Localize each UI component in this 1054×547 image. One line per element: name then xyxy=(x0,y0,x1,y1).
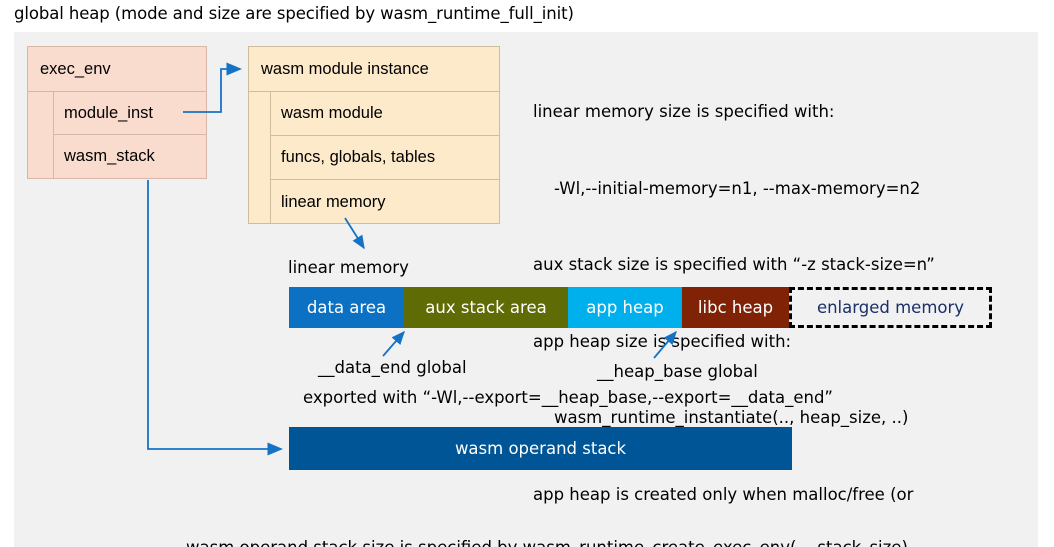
module-instance-body: wasm module funcs, globals, tables linea… xyxy=(249,92,499,224)
exec-env-gutter xyxy=(28,92,54,179)
module-instance-rows: wasm module funcs, globals, tables linea… xyxy=(271,92,499,224)
notes-line: linear memory size is specified with: xyxy=(533,102,835,121)
notes-line: aux stack size is specified with “-z sta… xyxy=(533,255,935,274)
exec-env-rows: module_inst wasm_stack xyxy=(54,92,206,179)
exec-env-body: module_inst wasm_stack xyxy=(28,92,206,179)
annotation-exported-with: exported with “-Wl,--export=__heap_base,… xyxy=(303,388,833,407)
module-instance-field-linear-memory: linear memory xyxy=(281,192,386,211)
annotation-data-end: __data_end global xyxy=(318,358,467,377)
memory-segment-enlarged-memory: enlarged memory xyxy=(789,287,992,328)
exec-env-field-wasm-stack: wasm_stack xyxy=(64,147,155,165)
exec-env-box: exec_env module_inst wasm_stack xyxy=(27,46,207,179)
memory-segment-app-heap: app heap xyxy=(568,287,682,328)
wasm-module-instance-box: wasm module instance wasm module funcs, … xyxy=(248,46,500,224)
exec-env-header: exec_env xyxy=(28,47,206,92)
memory-segment-data-area: data area xyxy=(289,287,404,328)
module-instance-header: wasm module instance xyxy=(249,47,499,92)
linear-memory-bar-label: linear memory xyxy=(288,258,409,277)
module-instance-field-funcs-globals-tables: funcs, globals, tables xyxy=(271,136,499,180)
page-title: global heap (mode and size are specified… xyxy=(14,4,574,23)
operand-stack-note-line: wasm operand stack size is specified by … xyxy=(186,535,1046,547)
memory-segment-aux-stack-area: aux stack area xyxy=(404,287,568,328)
module-instance-gutter xyxy=(249,92,271,224)
notes-line: app heap is created only when malloc/fre… xyxy=(533,484,914,504)
memory-segment-libc-heap: libc heap xyxy=(682,287,789,328)
exec-env-field-module-inst: module_inst xyxy=(54,92,206,135)
notes-line: app heap size is specified with: xyxy=(533,331,792,351)
linear-memory-notes: linear memory size is specified with: -W… xyxy=(533,48,1033,547)
module-instance-field-wasm-module: wasm module xyxy=(271,92,499,136)
operand-stack-note: wasm operand stack size is specified by … xyxy=(186,483,1046,547)
notes-line: wasm_runtime_instantiate(.., heap_size, … xyxy=(533,408,909,427)
notes-line: -Wl,--initial-memory=n1, --max-memory=n2 xyxy=(533,178,921,198)
annotation-heap-base: __heap_base global xyxy=(597,362,758,381)
wasm-operand-stack-bar: wasm operand stack xyxy=(289,427,792,470)
